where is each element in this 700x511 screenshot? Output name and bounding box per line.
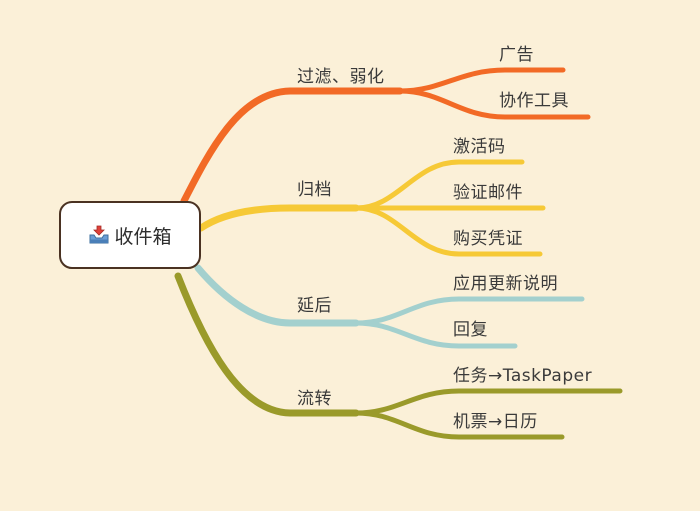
branch-label-archive[interactable]: 归档: [297, 180, 332, 200]
branch-label-filter[interactable]: 过滤、弱化: [297, 67, 385, 87]
branch-connector-3: [174, 272, 360, 417]
branch-connector-0: [180, 87, 404, 205]
branch-label-defer[interactable]: 延后: [297, 296, 332, 316]
branch-label-forward[interactable]: 流转: [297, 389, 332, 409]
leaf-connector-2-1: [353, 320, 518, 349]
leaf-label-activation-code[interactable]: 激活码: [453, 137, 506, 157]
leaf-connector-3-1: [353, 410, 565, 440]
leaf-label-reply[interactable]: 回复: [453, 320, 488, 340]
leaf-label-receipt[interactable]: 购买凭证: [453, 229, 523, 249]
leaf-label-ticket-to-calendar[interactable]: 机票→日历: [453, 412, 538, 432]
leaf-label-verification-email[interactable]: 验证邮件: [453, 183, 523, 203]
branch-connector-1: [197, 204, 360, 232]
leaf-connector-1-2: [353, 205, 543, 257]
leaf-connector-0-0: [397, 67, 566, 94]
leaf-label-app-release-notes[interactable]: 应用更新说明: [453, 274, 558, 294]
inbox-tray-icon: [89, 225, 109, 244]
leaf-label-collab-tools[interactable]: 协作工具: [499, 91, 569, 111]
leaf-connector-0-1: [397, 88, 591, 120]
branch-connector-2: [194, 264, 360, 327]
leaf-label-ads[interactable]: 广告: [499, 45, 534, 65]
root-node-inbox[interactable]: 收件箱: [59, 201, 201, 269]
leaf-label-task-to-taskpaper[interactable]: 任务→TaskPaper: [453, 366, 593, 386]
leaf-connector-3-0: [353, 388, 623, 416]
root-label: 收件箱: [114, 225, 172, 248]
